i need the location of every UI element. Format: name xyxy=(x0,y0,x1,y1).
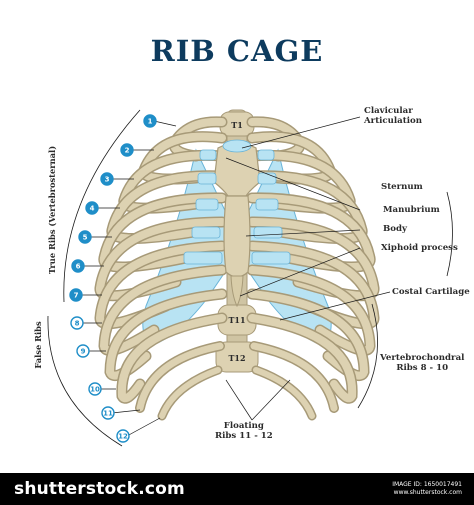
rib-number-badge-11: 11 xyxy=(101,406,115,420)
rib-badge-circle xyxy=(76,344,90,358)
brand-name: shutterstock xyxy=(14,479,139,499)
rib-number-text: 11 xyxy=(103,410,113,418)
costal-cartilage-label: Costal Cartilage xyxy=(392,287,470,297)
manubrium-label: Manubrium xyxy=(383,205,440,215)
rib-badge-circle xyxy=(70,316,84,330)
rib-number-text: 6 xyxy=(76,263,81,271)
rib-number-text: 8 xyxy=(75,320,80,328)
floating-line-2: Ribs 11 - 12 xyxy=(215,431,273,441)
rib-number-badge-1: 1 xyxy=(143,114,157,128)
clavicular-line-1: Clavicular xyxy=(364,106,413,116)
rib-number-badge-5: 5 xyxy=(78,230,92,244)
rib-badge-circle xyxy=(100,172,114,186)
vertebra-label-t12: T12 xyxy=(228,353,245,363)
rib-badge-circle xyxy=(101,406,115,420)
image-id-block: IMAGE ID: 1650017491 www.shutterstock.co… xyxy=(392,481,462,497)
vertebrochondral-line-2: Ribs 8 - 10 xyxy=(396,363,449,373)
xiphoid-process-label: Xiphoid process xyxy=(381,243,458,253)
floating-line-1: Floating xyxy=(223,421,264,431)
rib-badge-circle xyxy=(116,429,130,443)
rib-badge-circle xyxy=(88,382,102,396)
rib-badge-circle xyxy=(143,114,157,128)
vertebra-label-t11: T11 xyxy=(228,315,245,325)
rib-badge-circle xyxy=(120,143,134,157)
false-ribs-label: False Ribs xyxy=(33,321,43,369)
brand-logo: shutterstock.com xyxy=(14,479,185,499)
rib-number-badge-2: 2 xyxy=(120,143,134,157)
rib-number-badge-8: 8 xyxy=(70,316,84,330)
rib-number-text: 9 xyxy=(81,348,86,356)
rib-number-text: 4 xyxy=(90,205,95,213)
rib-badge-circle xyxy=(78,230,92,244)
clavicular-line-2: Articulation xyxy=(364,116,422,126)
sternum xyxy=(213,139,261,308)
left-ribs xyxy=(94,116,228,421)
leader-lines xyxy=(80,116,391,437)
image-id: IMAGE ID: 1650017491 xyxy=(392,481,462,488)
rib-number-badge-9: 9 xyxy=(76,344,90,358)
rib-number-badge-10: 10 xyxy=(88,382,102,396)
rib-number-badge-4: 4 xyxy=(85,201,99,215)
rib-badge-circle xyxy=(71,259,85,273)
rib-number-badge-12: 12 xyxy=(116,429,130,443)
clavicular-articulation-label: Clavicular Articulation xyxy=(364,106,422,126)
rib-number-text: 7 xyxy=(74,292,79,300)
vertebra-label-t1: T1 xyxy=(231,120,243,130)
rib-number-text: 2 xyxy=(125,147,130,155)
floating-ribs-label: Floating Ribs 11 - 12 xyxy=(215,421,273,441)
site-url: www.shutterstock.com xyxy=(393,489,462,496)
rib-number-badge-3: 3 xyxy=(100,172,114,186)
rib-number-text: 1 xyxy=(148,118,153,126)
body-label: Body xyxy=(383,224,407,234)
rib-number-badge-6: 6 xyxy=(71,259,85,273)
rib-badge-circle xyxy=(69,288,83,302)
bracket-lines xyxy=(47,109,453,447)
rib-number-text: 10 xyxy=(90,386,100,394)
watermark-footer: shutterstock.com IMAGE ID: 1650017491 ww… xyxy=(0,473,474,505)
rib-number-badge-7: 7 xyxy=(69,288,83,302)
vertebrochondral-ribs-label: Vertebrochondral Ribs 8 - 10 xyxy=(380,353,464,373)
rib-number-text: 5 xyxy=(83,234,88,242)
vertebrochondral-line-1: Vertebrochondral xyxy=(380,353,465,363)
right-ribs xyxy=(246,116,380,421)
diagram-title: RIB CAGE xyxy=(150,34,324,68)
sternum-label: Sternum xyxy=(381,182,423,192)
rib-number-text: 12 xyxy=(118,433,128,441)
rib-number-text: 3 xyxy=(105,176,110,184)
brand-mark: .com xyxy=(138,479,185,499)
true-ribs-label: True Ribs (Vertebrosternal) xyxy=(47,145,57,275)
rib-badge-circle xyxy=(85,201,99,215)
